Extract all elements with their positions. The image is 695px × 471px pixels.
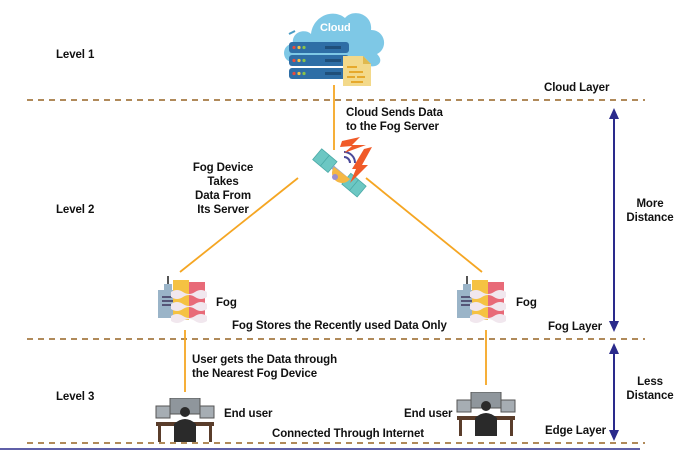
satellite-to-fog-right-link xyxy=(365,177,483,273)
fog-left-label: Fog xyxy=(216,297,237,309)
end-user-left-icon xyxy=(155,398,215,442)
level-2-label: Level 2 xyxy=(56,204,95,216)
satellite-icon xyxy=(312,137,372,198)
fog-stores-text: Fog Stores the Recently used Data Only xyxy=(232,320,447,332)
end-user-left-label: End user xyxy=(224,408,273,420)
more-distance-text-1: More xyxy=(636,198,664,210)
less-distance-text-1: Less xyxy=(637,376,663,388)
fog-device-text-1: Fog Device xyxy=(192,162,254,174)
end-user-right-icon xyxy=(456,392,516,436)
user-gets-text-2: the Nearest Fog Device xyxy=(192,368,317,380)
fog-right-label: Fog xyxy=(516,297,537,309)
cloud-sends-text-2: to the Fog Server xyxy=(346,121,439,133)
fog-device-text-2: Takes xyxy=(207,176,239,188)
user-gets-text-1: User gets the Data through xyxy=(192,354,338,366)
cloud-sends-text-1: Cloud Sends Data xyxy=(346,107,443,119)
edge-layer-label: Edge Layer xyxy=(545,425,606,437)
fog-right-icon xyxy=(457,276,506,323)
cloud-layer-label: Cloud Layer xyxy=(544,82,610,94)
fog-device-text-4: Its Server xyxy=(197,204,249,216)
satellite-to-fog-left-link xyxy=(179,177,299,273)
more-distance-arrow xyxy=(609,108,619,332)
fog-left-icon xyxy=(158,276,207,323)
connected-text: Connected Through Internet xyxy=(272,428,425,440)
end-user-right-label: End user xyxy=(404,408,453,420)
fog-device-text-3: Data From xyxy=(195,190,251,202)
level-1-label: Level 1 xyxy=(56,49,95,61)
more-distance-text-2: Distance xyxy=(626,212,674,224)
less-distance-arrow xyxy=(609,343,619,441)
level-3-label: Level 3 xyxy=(56,391,95,403)
fog-layer-label: Fog Layer xyxy=(548,321,603,333)
cloud-label: Cloud xyxy=(320,22,351,34)
cloud-server-icon xyxy=(284,13,385,86)
less-distance-text-2: Distance xyxy=(626,390,674,402)
